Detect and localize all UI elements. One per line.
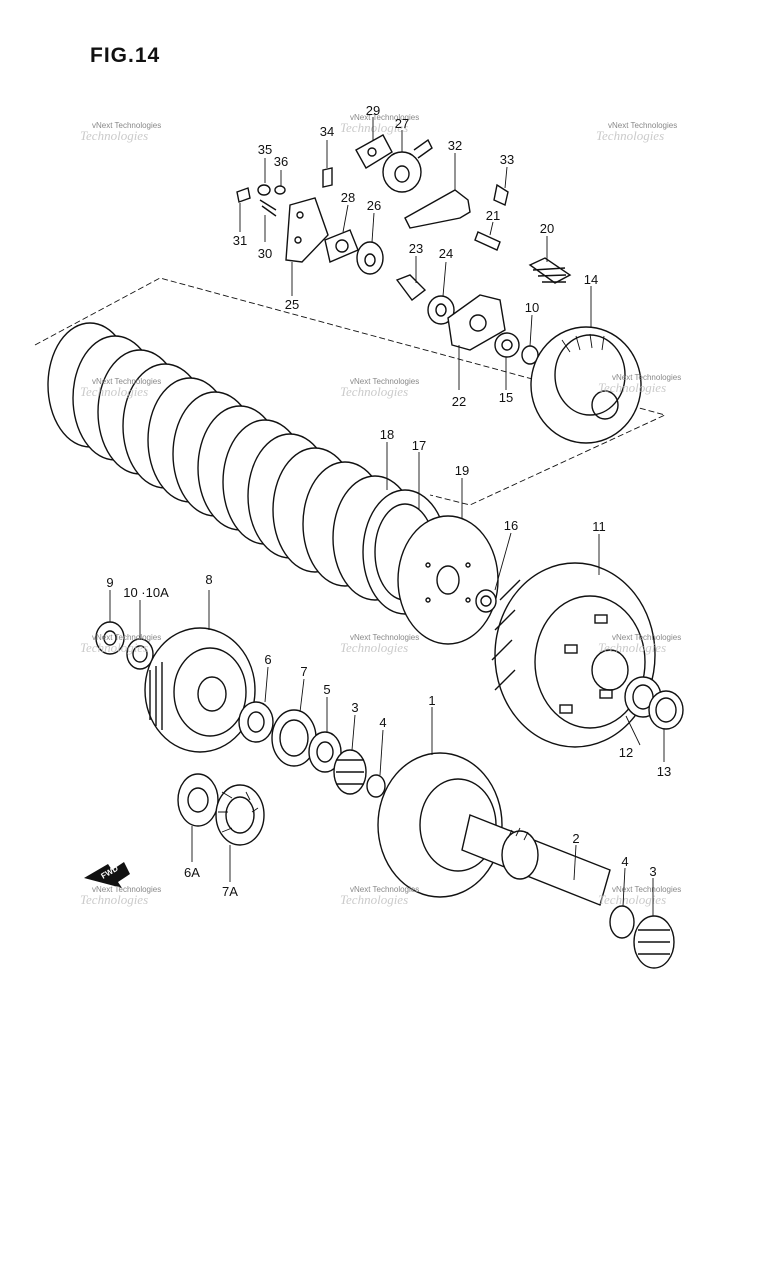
svg-text:Technologies: Technologies xyxy=(598,640,666,655)
part-label-29: 29 xyxy=(366,103,380,118)
part-label-9: 9 xyxy=(106,575,113,590)
clutch-housing xyxy=(491,562,684,748)
fwd-arrow-icon: FWD xyxy=(84,862,130,888)
part-label-13: 13 xyxy=(657,764,671,779)
part-label-20: 20 xyxy=(540,221,554,236)
svg-text:Technologies: Technologies xyxy=(598,892,666,907)
part-label-10-10A: 10 ·10A xyxy=(123,585,169,600)
part-label-8: 8 xyxy=(205,572,212,587)
part-label-26: 26 xyxy=(367,198,381,213)
part-label-30: 30 xyxy=(258,246,272,261)
svg-text:vNext Technologies: vNext Technologies xyxy=(612,373,681,382)
release-mechanism xyxy=(236,134,572,365)
part-label-28: 28 xyxy=(341,190,355,205)
part-label-1: 1 xyxy=(428,693,435,708)
watermark-8: Technologies vNext Technologies xyxy=(340,633,419,655)
part-labels: 29 27 34 32 35 36 33 28 26 21 20 31 30 2… xyxy=(106,103,671,899)
clutch-hub xyxy=(144,627,256,753)
part-label-6A: 6A xyxy=(184,865,200,880)
part-label-32: 32 xyxy=(448,138,462,153)
svg-text:Technologies: Technologies xyxy=(80,128,148,143)
svg-text:Technologies: Technologies xyxy=(80,640,148,655)
svg-text:vNext Technologies: vNext Technologies xyxy=(612,885,681,894)
part-label-4: 4 xyxy=(379,715,386,730)
part-label-3: 3 xyxy=(351,700,358,715)
svg-text:Technologies: Technologies xyxy=(340,640,408,655)
svg-text:vNext Technologies: vNext Technologies xyxy=(350,377,419,386)
part-label-18: 18 xyxy=(380,427,394,442)
watermark-1: Technologies vNext Technologies xyxy=(80,121,161,143)
svg-text:vNext Technologies: vNext Technologies xyxy=(608,121,677,130)
part-label-33: 33 xyxy=(500,152,514,167)
part-label-17: 17 xyxy=(412,438,426,453)
part-label-7: 7 xyxy=(300,664,307,679)
svg-text:vNext Technologies: vNext Technologies xyxy=(350,633,419,642)
part-label-19: 19 xyxy=(455,463,469,478)
part-label-36: 36 xyxy=(274,154,288,169)
svg-text:vNext Technologies: vNext Technologies xyxy=(92,885,161,894)
part-label-21: 21 xyxy=(486,208,500,223)
part-label-31: 31 xyxy=(233,233,247,248)
watermark-10: Technologies vNext Technologies xyxy=(80,885,161,907)
part-label-15: 15 xyxy=(499,390,513,405)
part-label-4b: 4 xyxy=(621,854,628,869)
leader-lines xyxy=(109,117,665,916)
svg-text:Technologies: Technologies xyxy=(80,892,148,907)
watermark-12: Technologies vNext Technologies xyxy=(598,885,681,907)
plate-stack-boundary xyxy=(34,277,667,506)
watermark-11: Technologies vNext Technologies xyxy=(340,885,419,907)
watermark-9: Technologies vNext Technologies xyxy=(598,633,681,655)
part-label-3b: 3 xyxy=(649,864,656,879)
part-label-27: 27 xyxy=(395,116,409,131)
clutch-plate-stack xyxy=(47,322,448,615)
svg-text:vNext Technologies: vNext Technologies xyxy=(92,633,161,642)
part-label-6: 6 xyxy=(264,652,271,667)
svg-text:vNext Technologies: vNext Technologies xyxy=(92,121,161,130)
part-label-22: 22 xyxy=(452,394,466,409)
svg-text:Technologies: Technologies xyxy=(340,384,408,399)
one-way-clutch xyxy=(177,773,265,846)
watermark-2: Technologies vNext Technologies xyxy=(340,113,419,135)
watermark-4: Technologies vNext Technologies xyxy=(80,377,161,399)
part-label-11: 11 xyxy=(592,519,606,534)
part-label-24: 24 xyxy=(439,246,453,261)
part-label-12: 12 xyxy=(619,745,633,760)
watermark-7: Technologies vNext Technologies xyxy=(80,633,161,655)
part-label-10: 10 xyxy=(525,300,539,315)
part-label-5: 5 xyxy=(323,682,330,697)
part-label-2: 2 xyxy=(572,831,579,846)
watermark-6: Technologies vNext Technologies xyxy=(598,373,681,395)
svg-text:Technologies: Technologies xyxy=(80,384,148,399)
svg-text:vNext Technologies: vNext Technologies xyxy=(92,377,161,386)
svg-text:vNext Technologies: vNext Technologies xyxy=(350,885,419,894)
part-label-16: 16 xyxy=(504,518,518,533)
pressure-plate xyxy=(530,326,642,444)
figure-title: FIG.14 xyxy=(90,44,161,67)
svg-text:Technologies: Technologies xyxy=(340,120,408,135)
primary-shaft xyxy=(377,752,675,969)
part-label-14: 14 xyxy=(584,272,598,287)
svg-text:vNext Technologies: vNext Technologies xyxy=(612,633,681,642)
part-label-25: 25 xyxy=(285,297,299,312)
plate-19 xyxy=(397,515,499,645)
part-label-34: 34 xyxy=(320,124,334,139)
watermark-3: Technologies vNext Technologies xyxy=(596,121,677,143)
svg-text:Technologies: Technologies xyxy=(598,380,666,395)
part-label-35: 35 xyxy=(258,142,272,157)
svg-text:Technologies: Technologies xyxy=(596,128,664,143)
watermark-5: Technologies vNext Technologies xyxy=(340,377,419,399)
svg-text:vNext Technologies: vNext Technologies xyxy=(350,113,419,122)
part-label-7A: 7A xyxy=(222,884,238,899)
svg-text:Technologies: Technologies xyxy=(340,892,408,907)
shaft-bearings xyxy=(238,701,386,798)
part-label-23: 23 xyxy=(409,241,423,256)
